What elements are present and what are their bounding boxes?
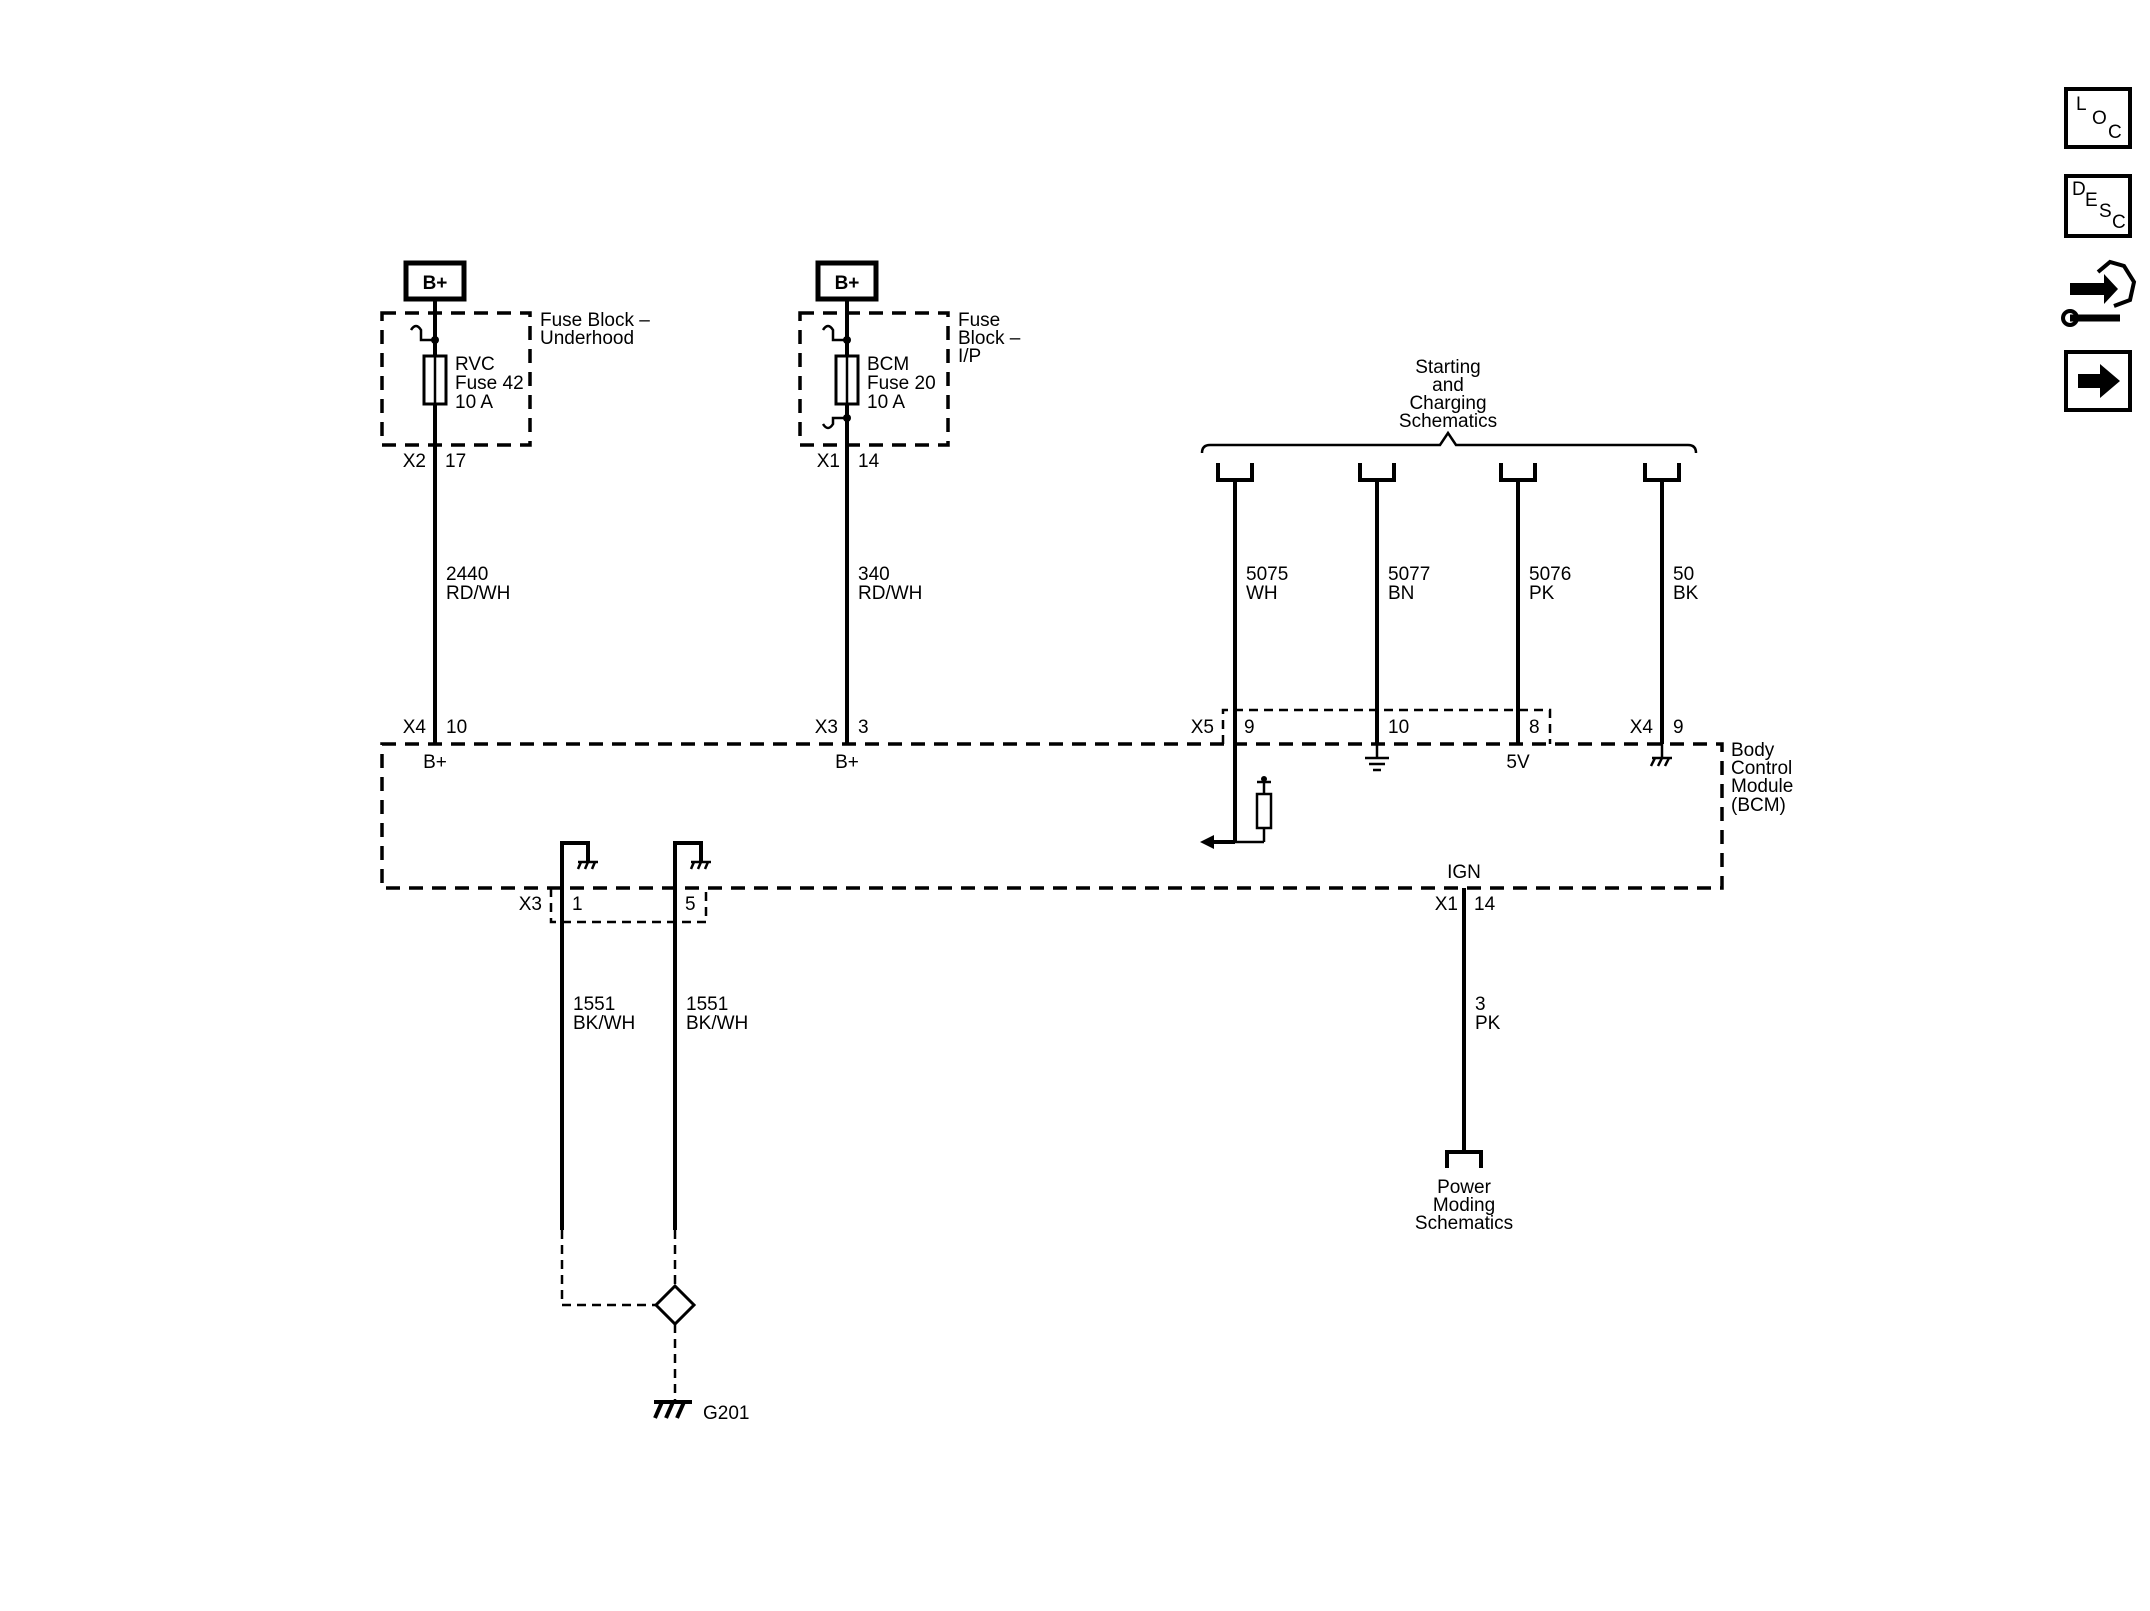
chassis-ground-icon [1649,744,1672,767]
internal-ground-icon-pin1 [560,841,598,888]
wire-1551-a-circuit: 1551 [573,994,615,1015]
reference-connector-stubs [1216,463,1681,482]
loc-letter-o: O [2092,108,2107,129]
wire-340-circuit: 340 [858,564,890,585]
ground-label: G201 [703,1403,749,1424]
next-page-arrow-icon[interactable] [2064,350,2132,412]
fuse-2-connector: X1 [817,451,840,472]
wire-5076-circuit: 5076 [1529,564,1571,585]
internal-ground-icon-pin5 [673,841,711,888]
bcm-pin-x1-14-number: 14 [1474,894,1496,915]
power-moding-reference: Power Moding Schematics [1415,1177,1513,1234]
battery-source-2: B+ [815,260,879,302]
fuse-1-name: RVC [455,354,495,375]
loc-letter-l: L [2076,94,2087,115]
fuse-block-ip: Fuse Block – I/P BCM Fuse 20 10 A X1 14 [798,299,1021,472]
starting-charging-line-3: Charging [1409,393,1486,414]
bcm-pin-x3-1-number: 1 [572,894,583,915]
fuse-1-number: Fuse 42 [455,373,524,394]
signal-ground-icon [1365,744,1389,772]
wire-1551-a-color: BK/WH [573,1013,635,1034]
battery-label-1: B+ [423,273,448,294]
battery-source-1: B+ [403,260,467,302]
bcm-pin-x1-14-inner: IGN [1447,862,1481,883]
desc-letter-c: C [2112,212,2126,233]
fuse-2-number: Fuse 20 [867,373,936,394]
desc-letter-d: D [2072,179,2086,200]
bcm-pin-x5-9-number: 9 [1244,717,1255,738]
fuse-2-name: BCM [867,354,909,375]
battery-label-2: B+ [835,273,860,294]
wire-1551-b-circuit: 1551 [686,994,728,1015]
starting-charging-line-1: Starting [1415,357,1480,378]
bcm-pin-x5-8-inner: 5V [1506,752,1530,773]
pull-up-resistor-icon [1200,776,1273,849]
bcm-name-line-2: Control [1731,758,1792,779]
bcm-pin-x4-9-connector: X4 [1630,717,1654,738]
wire-3-circuit: 3 [1475,994,1486,1015]
bcm-pin-x5-10-number: 10 [1388,717,1409,738]
splice-icon [653,1283,697,1327]
bcm-pin-x3-3-inner: B+ [835,752,859,773]
bcm-pin-x4-10-number: 10 [446,717,467,738]
desc-letter-s: S [2099,201,2112,222]
starting-charging-reference: Starting and Charging Schematics [1200,357,1698,454]
fuse-block-2-name-line-3: I/P [958,346,981,367]
bcm-pin-x5-9-connector: X5 [1191,717,1214,738]
wire-3-color: PK [1475,1013,1501,1034]
fuse-block-2-name-line-2: Block – [958,328,1021,349]
starting-charging-line-2: and [1432,375,1464,396]
desc-icon[interactable]: D E S C [2064,174,2132,238]
bcm-pin-x4-10-connector: X4 [403,717,427,738]
power-moding-line-1: Power [1437,1177,1492,1198]
wire-2440-color: RD/WH [446,583,510,604]
wire-1551-b-color: BK/WH [686,1013,748,1034]
loc-icon[interactable]: L O C [2064,87,2132,149]
bcm-pin-x4-9-number: 9 [1673,717,1684,738]
fuse-2-pin: 14 [858,451,880,472]
bcm-pin-x3-3-number: 3 [858,717,869,738]
power-moding-line-3: Schematics [1415,1213,1513,1234]
bcm-pin-x3-1-connector: X3 [519,894,542,915]
wire-50-color: BK [1673,583,1699,604]
bcm-name-line-4: (BCM) [1731,795,1786,816]
wire-2440-circuit: 2440 [446,564,488,585]
loc-letter-c: C [2108,122,2122,143]
connector-end-view-icon[interactable] [2061,259,2137,327]
wire-5077-color: BN [1388,583,1414,604]
wire-340-color: RD/WH [858,583,922,604]
bcm-pin-x5-8-number: 8 [1529,717,1540,738]
bcm-pin-x3-5-number: 5 [685,894,696,915]
fuse-1-rating: 10 A [455,392,493,413]
bcm-pin-x1-14-connector: X1 [1435,894,1458,915]
fuse-block-1-name-line-2: Underhood [540,328,634,349]
wire-50-circuit: 50 [1673,564,1694,585]
body-control-module: Body Control Module (BCM) X4 10 B+ X3 3 … [380,708,1793,924]
bcm-name-line-1: Body [1731,740,1775,761]
bcm-pin-x4-10-inner: B+ [423,752,447,773]
starting-charging-line-4: Schematics [1399,411,1497,432]
wire-5075-color: WH [1246,583,1278,604]
fuse-2-rating: 10 A [867,392,905,413]
fuse-block-2-name-line-1: Fuse [958,310,1000,331]
wire-5077-circuit: 5077 [1388,564,1430,585]
fuse-block-1-name-line-1: Fuse Block – [540,310,650,331]
wire-5076-color: PK [1529,583,1555,604]
wire-5075-circuit: 5075 [1246,564,1288,585]
fuse-1-connector: X2 [403,451,426,472]
fuse-1-pin: 17 [445,451,466,472]
bcm-name-line-3: Module [1731,776,1793,797]
desc-letter-e: E [2085,190,2098,211]
ground-g201-icon [653,1400,692,1419]
fuse-block-underhood: Fuse Block – Underhood RVC Fuse 42 10 A … [380,299,650,472]
power-moding-line-2: Moding [1433,1195,1495,1216]
bcm-pin-x3-3-connector: X3 [815,717,838,738]
